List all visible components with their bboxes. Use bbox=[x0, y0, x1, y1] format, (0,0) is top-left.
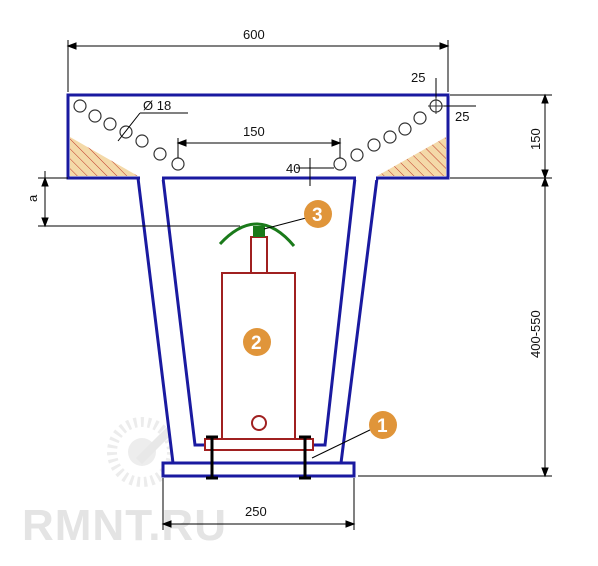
hole bbox=[333, 157, 347, 171]
svg-text:2: 2 bbox=[251, 333, 262, 354]
dim-hole-offset bbox=[296, 158, 334, 186]
dim-gap-a bbox=[38, 171, 240, 228]
hole bbox=[350, 148, 364, 162]
svg-text:3: 3 bbox=[312, 205, 323, 226]
dim-base-width bbox=[161, 478, 356, 530]
dim-shaft-height-label: 400-550 bbox=[528, 310, 543, 358]
watermark-text: RMNT.RU bbox=[22, 501, 227, 550]
hole-row-left bbox=[73, 99, 185, 171]
dim-top-width-label: 600 bbox=[243, 27, 265, 42]
dim-base-width-label: 250 bbox=[245, 504, 267, 519]
dim-top-width bbox=[66, 40, 450, 92]
dim-edge-offset-right-label: 25 bbox=[455, 109, 469, 124]
watermark: RMNT.RU bbox=[22, 417, 227, 550]
dim-hole-offset-label: 40 bbox=[286, 161, 300, 176]
i-beam-right bbox=[299, 435, 311, 480]
jack-piston bbox=[250, 236, 268, 274]
marker-2: 2 bbox=[243, 328, 271, 356]
dim-edge-offset-top-label: 25 bbox=[411, 70, 425, 85]
jack-valve bbox=[251, 415, 267, 431]
jack-body bbox=[221, 272, 296, 440]
hole bbox=[88, 109, 102, 123]
diameter-leader bbox=[117, 112, 141, 142]
svg-text:1: 1 bbox=[377, 416, 388, 437]
hole bbox=[103, 117, 117, 131]
hole bbox=[153, 147, 167, 161]
hole bbox=[135, 134, 149, 148]
hole bbox=[367, 138, 381, 152]
jack-base-plate bbox=[204, 438, 314, 451]
base-plate bbox=[161, 461, 356, 478]
dim-shaft-height bbox=[358, 176, 552, 478]
hole bbox=[413, 111, 427, 125]
i-beam-left bbox=[206, 435, 218, 480]
dim-gap-a-label: a bbox=[25, 194, 40, 202]
dim-hole-spacing bbox=[176, 138, 342, 158]
hole bbox=[383, 130, 397, 144]
hole bbox=[171, 157, 185, 171]
marker-3: 3 bbox=[304, 200, 332, 228]
hole-diameter-label: Ø 18 bbox=[143, 98, 171, 113]
hole bbox=[73, 99, 87, 113]
right-fill-wedge bbox=[377, 137, 446, 176]
dim-hole-spacing-label: 150 bbox=[243, 124, 265, 139]
dim-slab-thickness-label: 150 bbox=[528, 128, 543, 150]
hole bbox=[398, 122, 412, 136]
support-arc bbox=[218, 222, 296, 247]
leader-marker-1 bbox=[311, 427, 375, 459]
leader-marker-3 bbox=[263, 217, 307, 230]
marker-1: 1 bbox=[369, 411, 397, 439]
left-fill-wedge bbox=[70, 137, 138, 176]
dim-slab-thickness bbox=[450, 93, 552, 180]
